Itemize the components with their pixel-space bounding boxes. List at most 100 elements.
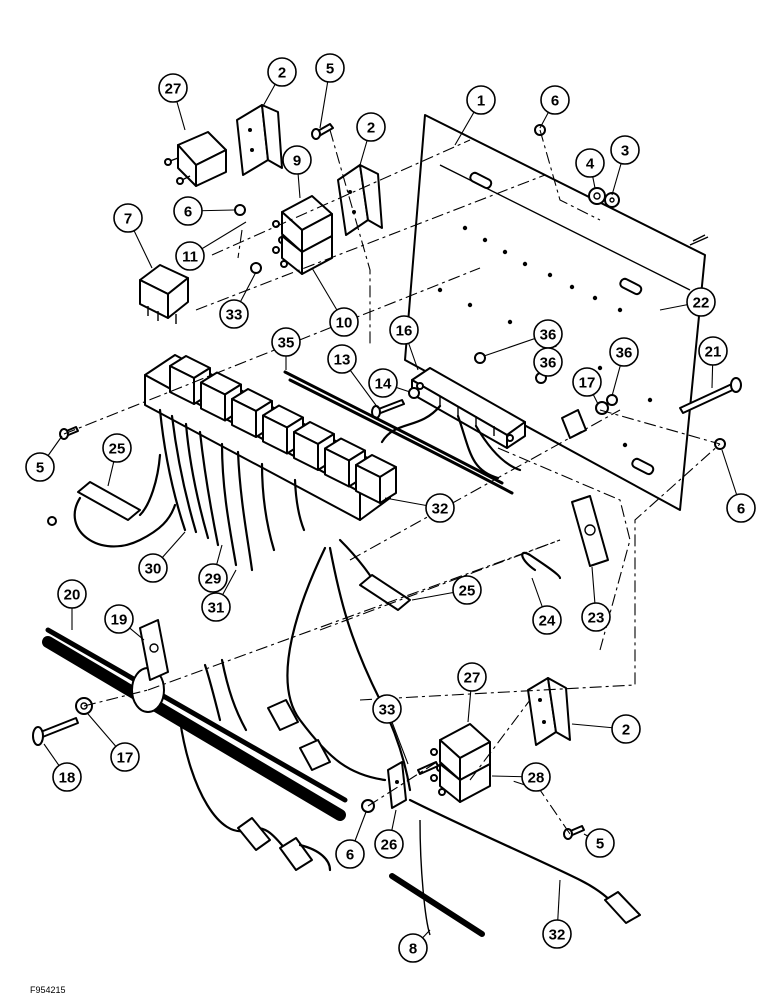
callout-label: 7: [124, 211, 132, 228]
callout-label: 18: [59, 770, 76, 787]
bracket-26: [387, 761, 407, 809]
washer-14: [408, 387, 420, 399]
callout-label: 5: [36, 460, 44, 477]
callout-label: 32: [549, 927, 566, 944]
callout-label: 26: [381, 837, 398, 854]
callout-label: 4: [586, 156, 595, 173]
washer-36-c: [606, 394, 618, 406]
callout-c27a: 27: [158, 73, 188, 103]
callout-label: 19: [111, 612, 128, 629]
callout-label: 36: [540, 327, 557, 344]
callout-label: 5: [596, 836, 604, 853]
callout-label: 22: [693, 295, 710, 312]
callout-label: 24: [539, 613, 556, 630]
callout-label: 3: [621, 143, 629, 160]
relay-bracket-middle: [337, 164, 383, 236]
figure-id: F954215: [30, 985, 66, 995]
callout-c3: 3: [610, 135, 640, 165]
screw-5-upper: [311, 123, 334, 140]
callout-label: 21: [705, 344, 722, 361]
relay-block-assembly: [144, 354, 397, 521]
callout-label: 5: [326, 61, 334, 78]
callout-label: 33: [226, 307, 243, 324]
callout-c6d: 6: [335, 839, 365, 869]
callout-label: 25: [109, 441, 126, 458]
callout-c17b: 17: [110, 742, 140, 772]
wiring-harness: [42, 370, 641, 937]
alignment-lines: [63, 129, 721, 835]
callout-c25b: 25: [452, 575, 482, 605]
washer-33: [250, 262, 262, 274]
callout-label: 17: [579, 375, 596, 392]
callout-c6c: 6: [726, 493, 756, 523]
callout-label: 32: [432, 501, 449, 518]
callout-label: 6: [346, 847, 354, 864]
callout-label: 36: [616, 345, 633, 362]
callout-c4: 4: [575, 148, 605, 178]
callout-label: 25: [459, 583, 476, 600]
callout-c20: 20: [57, 579, 87, 609]
circuit-breaker-10: [272, 235, 333, 275]
callout-label: 29: [205, 571, 222, 588]
callout-c10: 10: [329, 307, 359, 337]
callout-c5c: 5: [585, 828, 615, 858]
callout-c33b: 33: [372, 694, 402, 724]
callout-label: 17: [117, 750, 134, 767]
callout-label: 10: [336, 315, 353, 332]
callout-c36c: 36: [609, 337, 639, 367]
callout-c35: 35: [271, 327, 301, 357]
callout-c36a: 36: [533, 319, 563, 349]
callout-c5a: 5: [315, 53, 345, 83]
callout-label: 1: [477, 93, 485, 110]
callout-c14: 14: [368, 368, 398, 398]
callout-label: 36: [540, 355, 557, 372]
callout-c8: 8: [398, 933, 428, 963]
callout-c36b: 36: [533, 347, 563, 377]
callout-label: 9: [293, 153, 301, 170]
callout-label: 27: [165, 81, 182, 98]
callout-c2c: 2: [611, 714, 641, 744]
washer-3: [604, 192, 620, 208]
nut-6-left: [234, 204, 246, 216]
bolt-21: [679, 377, 742, 414]
callout-label: 28: [528, 770, 545, 787]
callout-label: 11: [182, 249, 198, 266]
callout-label: 8: [409, 941, 417, 958]
washer-4: [588, 187, 606, 205]
callout-c32b: 32: [542, 919, 572, 949]
callout-label: 33: [379, 702, 396, 719]
callout-label: 6: [184, 204, 192, 221]
callout-c2a: 2: [267, 57, 297, 87]
callout-c30: 30: [138, 553, 168, 583]
callout-c1: 1: [466, 85, 496, 115]
callout-c21: 21: [698, 336, 728, 366]
mounting-plate: [404, 114, 709, 511]
screw-13: [371, 399, 405, 419]
clip-23: [571, 495, 609, 567]
callout-label: 16: [396, 323, 413, 340]
screw-5-left: [59, 426, 79, 440]
callout-label: 6: [737, 501, 745, 518]
circuit-breaker-28: [430, 763, 491, 803]
callout-c7: 7: [113, 203, 143, 233]
circuit-breaker-27-upper: [164, 131, 227, 187]
callout-c17a: 17: [572, 367, 602, 397]
clamp-block-17: [561, 409, 587, 439]
callout-label: 20: [64, 587, 81, 604]
relay-bracket-lower: [527, 677, 571, 746]
relay-bracket-upper: [236, 104, 283, 176]
callout-c18: 18: [52, 762, 82, 792]
callout-label: 14: [375, 376, 392, 393]
callout-c26: 26: [374, 829, 404, 859]
screw-18: [32, 717, 79, 746]
callout-label: 27: [464, 670, 481, 687]
callout-label: 35: [278, 335, 295, 352]
callout-c31: 31: [201, 592, 231, 622]
callout-label: 30: [145, 561, 162, 578]
callout-label: 23: [588, 610, 605, 627]
callout-c16: 16: [389, 315, 419, 345]
callout-c22: 22: [686, 287, 716, 317]
callout-c11: 11: [175, 241, 205, 271]
